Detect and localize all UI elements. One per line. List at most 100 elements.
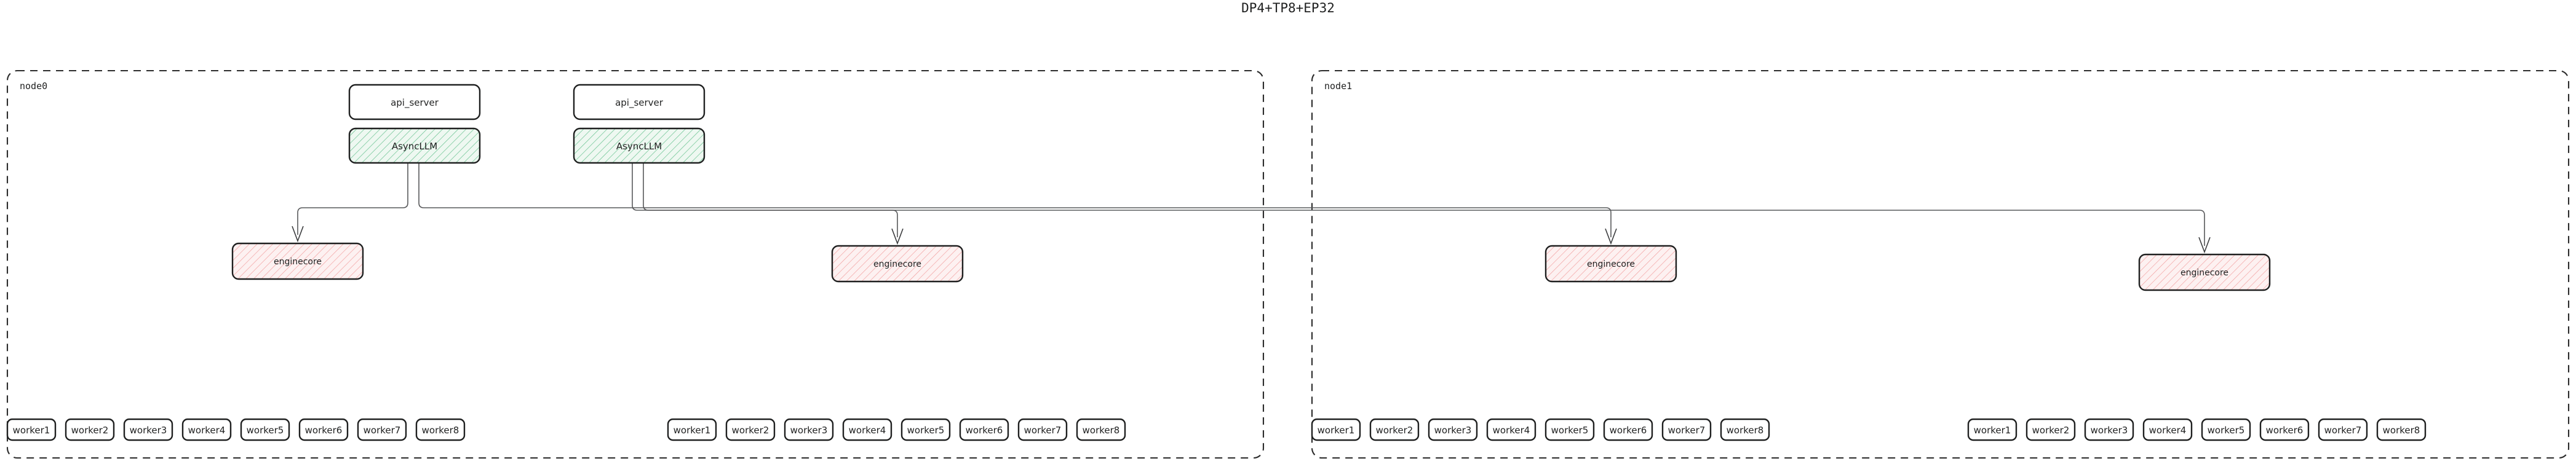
worker-box[interactable] — [784, 418, 834, 441]
worker-box[interactable] — [1369, 418, 1420, 441]
worker-box[interactable] — [1603, 418, 1653, 441]
worker-box[interactable] — [6, 418, 57, 441]
node-api-server-1[interactable]: api_server — [573, 84, 706, 120]
worker-box[interactable] — [1428, 418, 1478, 441]
worker-label: worker4 — [2149, 425, 2187, 436]
worker-box[interactable] — [181, 418, 232, 441]
worker-node[interactable]: worker6 — [959, 418, 1009, 441]
worker-node[interactable]: worker7 — [1017, 418, 1068, 441]
worker-box[interactable] — [2084, 418, 2134, 441]
worker-node[interactable]: worker1 — [6, 418, 57, 441]
worker-node[interactable]: worker6 — [298, 418, 349, 441]
worker-box[interactable] — [123, 418, 173, 441]
worker-node[interactable]: worker3 — [2084, 418, 2134, 441]
worker-label: worker8 — [422, 425, 459, 436]
worker-node[interactable]: worker5 — [2201, 418, 2251, 441]
worker-label: worker2 — [71, 425, 109, 436]
worker-node[interactable]: worker5 — [900, 418, 951, 441]
worker-node[interactable]: worker3 — [1428, 418, 1478, 441]
worker-label: worker5 — [1551, 425, 1589, 436]
worker-box[interactable] — [900, 418, 951, 441]
worker-box[interactable] — [1076, 418, 1126, 441]
worker-box[interactable] — [65, 418, 115, 441]
node-asyncllm-0[interactable]: AsyncLLM — [348, 127, 481, 164]
worker-label: worker4 — [849, 425, 886, 436]
worker-label: worker3 — [2091, 425, 2128, 436]
worker-node[interactable]: worker8 — [415, 418, 466, 441]
node-asyncllm-1[interactable]: AsyncLLM — [573, 127, 706, 164]
worker-label: worker1 — [1974, 425, 2011, 436]
cluster-node1-label: node1 — [1324, 81, 1352, 92]
enginecore-2-box[interactable] — [1544, 245, 1677, 283]
worker-label: worker7 — [1024, 425, 1062, 436]
worker-node[interactable]: worker3 — [123, 418, 173, 441]
worker-node[interactable]: worker2 — [725, 418, 776, 441]
worker-node[interactable]: worker2 — [2025, 418, 2076, 441]
worker-node[interactable]: worker4 — [181, 418, 232, 441]
node-api-server-0[interactable]: api_server — [348, 84, 481, 120]
worker-label: worker1 — [1318, 425, 1355, 436]
worker-box[interactable] — [2201, 418, 2251, 441]
worker-box[interactable] — [2025, 418, 2076, 441]
worker-box[interactable] — [2318, 418, 2368, 441]
enginecore-3-box[interactable] — [2138, 253, 2271, 291]
worker-box[interactable] — [2259, 418, 2310, 441]
asyncllm-1-box[interactable] — [573, 127, 706, 164]
worker-node[interactable]: worker8 — [1720, 418, 1770, 441]
node-enginecore-2[interactable]: enginecore — [1544, 245, 1677, 283]
worker-node[interactable]: worker7 — [1661, 418, 1712, 441]
worker-box[interactable] — [415, 418, 466, 441]
worker-node[interactable]: worker6 — [1603, 418, 1653, 441]
node-enginecore-1[interactable]: enginecore — [831, 245, 964, 283]
worker-node[interactable]: worker4 — [842, 418, 892, 441]
worker-node[interactable]: worker1 — [667, 418, 717, 441]
worker-box[interactable] — [1311, 418, 1361, 441]
enginecore-1-box[interactable] — [831, 245, 964, 283]
worker-box[interactable] — [725, 418, 776, 441]
api-server-1-box[interactable] — [573, 84, 706, 120]
cluster-node0-border — [6, 69, 1265, 459]
node-enginecore-3[interactable]: enginecore — [2138, 253, 2271, 291]
worker-node[interactable]: worker5 — [240, 418, 290, 441]
worker-node[interactable]: worker7 — [2318, 418, 2368, 441]
worker-node[interactable]: worker6 — [2259, 418, 2310, 441]
worker-node[interactable]: worker8 — [1076, 418, 1126, 441]
worker-box[interactable] — [1661, 418, 1712, 441]
node-enginecore-0[interactable]: enginecore — [231, 242, 364, 280]
worker-node[interactable]: worker2 — [1369, 418, 1420, 441]
worker-box[interactable] — [959, 418, 1009, 441]
worker-node[interactable]: worker2 — [65, 418, 115, 441]
worker-box[interactable] — [1720, 418, 1770, 441]
worker-box[interactable] — [298, 418, 349, 441]
worker-box[interactable] — [2376, 418, 2427, 441]
enginecore-0-box[interactable] — [231, 242, 364, 280]
asyncllm-0-box[interactable] — [348, 127, 481, 164]
worker-box[interactable] — [2142, 418, 2193, 441]
worker-box[interactable] — [240, 418, 290, 441]
worker-box[interactable] — [357, 418, 407, 441]
worker-node[interactable]: worker4 — [1486, 418, 1536, 441]
worker-label: worker6 — [2266, 425, 2304, 436]
edge-asyncllm1-to-enginecore3 — [643, 163, 2211, 254]
worker-node[interactable]: worker1 — [1967, 418, 2017, 441]
worker-box[interactable] — [1544, 418, 1595, 441]
worker-group-0: worker1 worker2 worker3 worker4 worker5 worke… — [6, 418, 466, 441]
worker-node[interactable]: worker5 — [1544, 418, 1595, 441]
worker-node[interactable]: worker4 — [2142, 418, 2193, 441]
worker-node[interactable]: worker7 — [357, 418, 407, 441]
worker-node[interactable]: worker1 — [1311, 418, 1361, 441]
worker-node[interactable]: worker3 — [784, 418, 834, 441]
worker-box[interactable] — [1017, 418, 1068, 441]
worker-box[interactable] — [667, 418, 717, 441]
worker-label: worker2 — [2032, 425, 2070, 436]
edge-asyncllm1-to-enginecore1 — [632, 163, 904, 245]
worker-label: worker7 — [2324, 425, 2362, 436]
worker-box[interactable] — [1486, 418, 1536, 441]
page-title: DP4+TP8+EP32 — [1241, 1, 1335, 15]
worker-box[interactable] — [842, 418, 892, 441]
worker-node[interactable]: worker8 — [2376, 418, 2427, 441]
worker-box[interactable] — [1967, 418, 2017, 441]
api-server-0-box[interactable] — [348, 84, 481, 120]
worker-label: worker7 — [1668, 425, 1706, 436]
